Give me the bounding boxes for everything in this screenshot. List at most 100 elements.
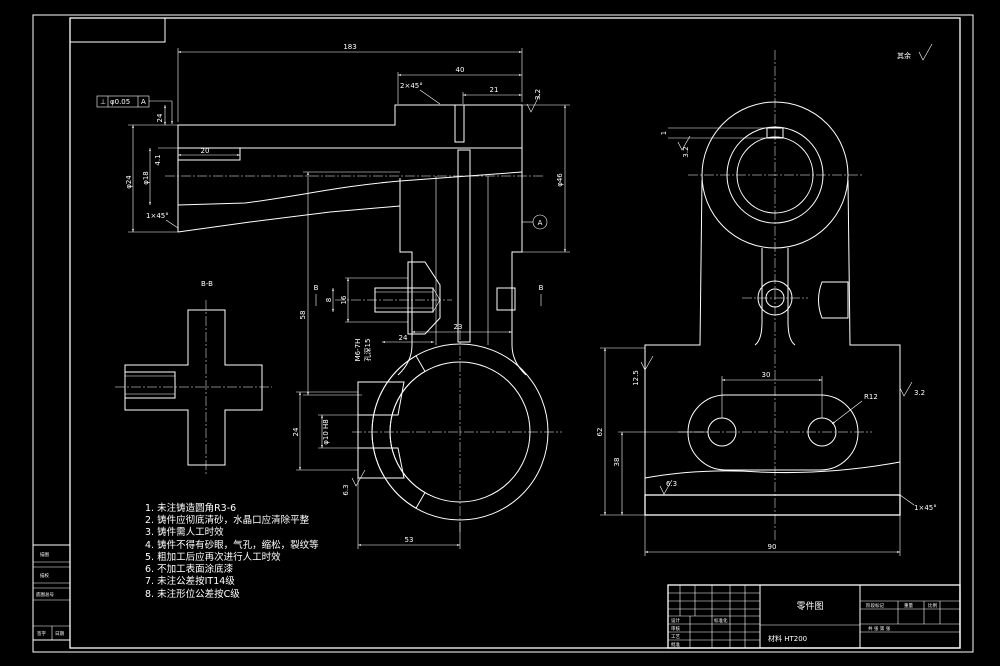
- side-body-right: [847, 179, 901, 495]
- inner-border: [69, 17, 961, 649]
- boss-section-lower: [357, 447, 405, 479]
- roughness-symbol-boss: [351, 469, 366, 487]
- note-line: 6. 不加工表面涂底漆: [145, 563, 234, 575]
- dim-base-width: 90: [768, 543, 777, 551]
- title-sheets: 共 张 第 张: [868, 625, 891, 632]
- dim-chamfer-left: 1×45°: [146, 212, 169, 220]
- section-label: B-B: [201, 280, 213, 288]
- body-right-outline: [511, 148, 523, 345]
- tolerance-symbol: ⊥: [100, 98, 106, 106]
- roughness-keyway: 3.2: [682, 146, 690, 157]
- dim-neck-width: 23: [454, 323, 463, 331]
- strip-label-signature: 签字: [37, 630, 46, 637]
- dim-slot-radius: R12: [864, 393, 878, 401]
- dim-keyway-depth: 1: [660, 131, 668, 135]
- bore-circle: [736, 136, 814, 214]
- front-view: 183 40 21 2×45° 3.2 ⊥ φ0.05 A 24 4.1 20: [96, 43, 570, 549]
- counterbore-line: [178, 148, 241, 161]
- roughness-right: 3.2: [914, 389, 925, 397]
- section-bb-hole: [124, 371, 176, 399]
- title-role-approve: 批准: [671, 641, 680, 648]
- datum-a-circle: [532, 214, 548, 230]
- roughness-symbol-top: [526, 93, 541, 113]
- dim-flange-height: 24: [156, 113, 164, 122]
- note-line: 3. 铸件需人工时效: [145, 526, 224, 538]
- dim-ring-offset: 53: [405, 536, 414, 544]
- tube-groove: [454, 104, 465, 143]
- base-break-hatch: [644, 461, 901, 496]
- drawing-title: 零件图: [796, 600, 823, 612]
- dim-side-chamfer: 1×45°: [914, 504, 937, 512]
- dim-hole-depth: 16: [340, 295, 348, 304]
- note-line: 4. 铸件不得有砂眼，气孔，缩松，裂纹等: [145, 539, 319, 551]
- dim-bore-depth: 20: [201, 147, 210, 155]
- roughness-symbol-side: [640, 355, 654, 371]
- body-left-outline: [399, 178, 413, 345]
- section-view-bb: B-B: [115, 280, 272, 474]
- side-view: 其余 1 3.2 12.5 30 R12 3.2 62 38 6.3 90 1×…: [596, 43, 937, 556]
- tolerance-value: φ0.05: [110, 98, 130, 106]
- note-line: 2. 铸件应彻底清砂，水晶口应清除平整: [145, 514, 310, 526]
- roughness-symbol-base: [659, 479, 673, 495]
- strip-label-date: 日期: [55, 631, 64, 637]
- dim-hole-spacing: 30: [762, 371, 771, 379]
- title-block: 设计 审核 工艺 批准 标准化 零件图 材料 HT200 阶段标记 重量 比例 …: [667, 584, 961, 649]
- roughness-side: 12.5: [632, 370, 640, 386]
- strip-label-trace: 描图: [40, 551, 49, 558]
- drawing-number-box: [69, 17, 166, 43]
- other-surfaces-note: 其余: [897, 51, 911, 60]
- strip-label-base-number: 底图总号: [36, 591, 54, 598]
- roughness-symbol-keyway: [677, 135, 691, 151]
- technical-notes: 1. 未注铸造圆角R3-6 2. 铸件应彻底清砂，水晶口应清除平整 3. 铸件需…: [145, 502, 319, 600]
- note-line: 5. 粗加工后应再次进行人工时效: [145, 551, 281, 563]
- rib-section: [457, 149, 471, 343]
- tolerance-datum: A: [141, 98, 146, 106]
- dim-hole-offset: 8: [325, 298, 333, 302]
- dim-body-diameter: φ46: [556, 173, 564, 187]
- dim-boss-hole: φ10 H8: [322, 419, 330, 444]
- note-line: 8. 未注形位公差按C级: [145, 588, 240, 600]
- side-slot-section: [818, 281, 849, 319]
- thread-depth: 孔深15: [363, 339, 372, 362]
- title-role-review: 审核: [671, 625, 680, 632]
- threaded-hole: [374, 287, 434, 313]
- roughness-symbol-general: [918, 43, 933, 61]
- base-section: [644, 494, 901, 516]
- dim-chamfer-top: 2×45°: [400, 82, 423, 90]
- note-line: 1. 未注铸造圆角R3-6: [145, 502, 236, 514]
- side-slot-section: [496, 287, 516, 311]
- keyway: [766, 127, 784, 139]
- title-role-design: 设计: [671, 617, 680, 624]
- strip-label-check: 描校: [40, 572, 49, 579]
- datum-label: A: [538, 219, 543, 227]
- tolerance-frame: ⊥ φ0.05 A: [96, 95, 173, 124]
- threaded-boss-section: [407, 261, 441, 335]
- dim-web-height: 58: [299, 311, 307, 320]
- dim-groove-offset: 21: [490, 86, 499, 94]
- title-role-process: 工艺: [671, 634, 680, 640]
- side-strip-table: 描图 描校 底图总号 签字 日期: [32, 544, 71, 641]
- note-line: 7. 未注公差按IT14级: [145, 575, 235, 587]
- title-standardization: 标准化: [714, 617, 728, 624]
- dim-wall-offset: 4.1: [154, 154, 162, 165]
- bearing-housing-section: [701, 101, 849, 249]
- dim-boss-height: 24: [292, 427, 300, 436]
- section-mark-right: B: [539, 284, 544, 292]
- material-label: 材料 HT200: [768, 634, 807, 643]
- roughness-top: 3.2: [534, 89, 542, 100]
- title-weight: 重量: [904, 602, 913, 609]
- outer-border: [32, 14, 974, 653]
- tube-outer-bottom: [177, 205, 401, 233]
- thread-spec: M6-7H: [354, 339, 362, 362]
- section-bb-cross: [124, 309, 263, 466]
- side-body-left: [644, 179, 703, 495]
- dim-outer-diameter: φ24: [125, 175, 133, 189]
- web-hole-inner: [765, 288, 785, 308]
- dim-overall-length: 183: [343, 43, 356, 51]
- dim-step-length: 40: [456, 66, 465, 74]
- boss-section-upper: [357, 381, 405, 416]
- dim-hole-height: 38: [613, 458, 621, 467]
- dim-total-height: 62: [596, 428, 604, 437]
